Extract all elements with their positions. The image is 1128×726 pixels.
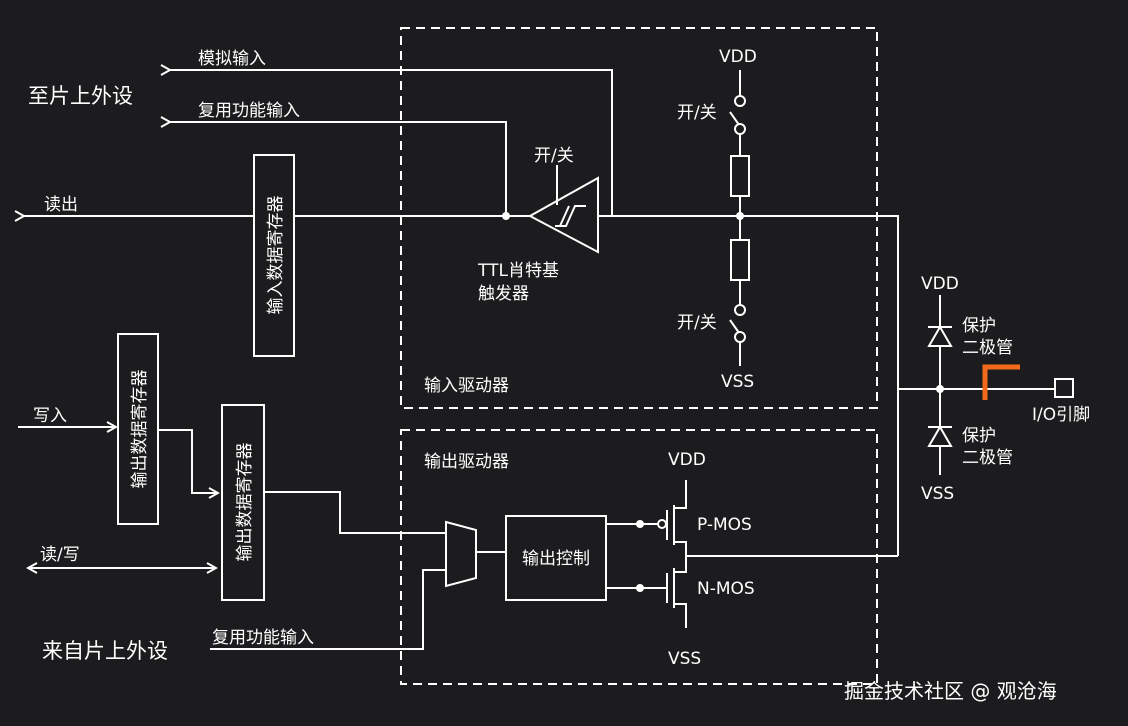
label-io-pin: I/O引脚 xyxy=(1032,405,1090,425)
label-write-in: 写入 xyxy=(33,406,67,426)
label-switch-schmitt: 开/关 xyxy=(534,146,574,166)
label-protect-diode-bot-2: 二极管 xyxy=(962,448,1013,468)
alt-func-to-mux-wire xyxy=(210,569,446,650)
label-input-data-register: 输入数据寄存器 xyxy=(266,196,286,315)
analog-input-wire xyxy=(170,70,613,216)
junction-dot xyxy=(502,212,510,220)
pulldown-switch-contact-top xyxy=(734,304,746,316)
protection-diode-top xyxy=(927,325,953,347)
label-alt-func-input-bottom: 复用功能输入 xyxy=(212,628,314,648)
label-switch-pulldown: 开/关 xyxy=(677,313,717,333)
label-vdd-mos: VDD xyxy=(668,450,706,470)
label-output-data-register-2: 输出数据寄存器 xyxy=(235,443,255,562)
watermark-text: 掘金技术社区 @ 观沧海 xyxy=(844,679,1057,703)
pin-bus-wire xyxy=(877,215,899,556)
pulldown-switch-contact-bottom xyxy=(734,331,746,343)
protection-diode-bottom xyxy=(927,425,953,447)
io-pin-box xyxy=(1054,378,1074,398)
input-driver-box xyxy=(400,27,878,409)
label-read-out: 读出 xyxy=(44,195,78,215)
alt-func-input-wire xyxy=(170,122,507,216)
label-input-driver: 输入驱动器 xyxy=(424,376,509,396)
label-vss-diode: VSS xyxy=(921,484,954,504)
pullup-switch-contact-top xyxy=(734,95,746,107)
label-output-driver: 输出驱动器 xyxy=(424,452,509,472)
label-analog-input: 模拟输入 xyxy=(198,49,266,69)
label-pmos: P-MOS xyxy=(697,515,752,535)
label-protect-diode-top-2: 二极管 xyxy=(962,338,1013,358)
node-dot xyxy=(736,212,744,220)
pullup-switch-contact-bottom xyxy=(734,123,746,135)
label-switch-pullup: 开/关 xyxy=(677,103,717,123)
label-from-onchip-peripheral: 来自片上外设 xyxy=(42,639,168,663)
output-data-register-2-box xyxy=(221,404,265,601)
label-output-control: 输出控制 xyxy=(522,549,590,569)
label-vdd-pullup: VDD xyxy=(719,47,757,67)
pmos-gate-bubble xyxy=(657,519,667,529)
label-to-onchip-peripheral: 至片上外设 xyxy=(28,84,133,108)
output-control-box xyxy=(505,515,607,601)
odr1-to-odr2-wire xyxy=(158,429,218,493)
pullup-resistor xyxy=(730,155,750,197)
schmitt-hysteresis-icon xyxy=(555,205,586,227)
label-output-data-register-1: 输出数据寄存器 xyxy=(130,370,150,489)
odr2-to-mux-wire xyxy=(264,491,446,534)
label-ttl-schmitt-1: TTL肖特基 xyxy=(477,261,559,281)
output-data-register-1-box xyxy=(117,333,159,525)
label-vdd-diode: VDD xyxy=(921,274,959,294)
input-data-register-box xyxy=(253,154,295,357)
output-mux xyxy=(445,520,477,588)
label-ttl-schmitt-2: 触发器 xyxy=(478,284,529,304)
label-read-write: 读/写 xyxy=(40,545,80,565)
pin-highlight-mark xyxy=(982,364,1020,400)
label-protect-diode-bot-1: 保护 xyxy=(962,426,996,446)
label-alt-func-input-top: 复用功能输入 xyxy=(198,101,300,121)
label-vss-pulldown: VSS xyxy=(721,372,754,392)
label-vss-mos: VSS xyxy=(668,649,701,669)
pulldown-resistor xyxy=(730,239,750,281)
label-protect-diode-top-1: 保护 xyxy=(962,316,996,336)
label-nmos: N-MOS xyxy=(697,579,755,599)
